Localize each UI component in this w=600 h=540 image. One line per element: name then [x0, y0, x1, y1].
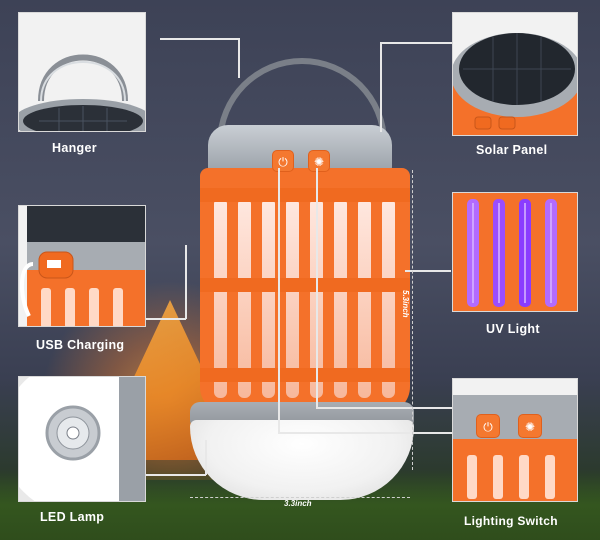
solar-panel-panel — [452, 12, 578, 136]
connector-line — [380, 42, 452, 44]
usb-charging-image — [19, 206, 145, 326]
connector-line — [405, 270, 451, 272]
power-icon[interactable]: ⏻ — [476, 414, 500, 438]
uv-light-image — [453, 193, 577, 311]
lighting-switch-panel — [452, 378, 578, 502]
light-mode-icon[interactable]: ✺ — [518, 414, 542, 438]
width-dimension: 3.3inch — [284, 499, 312, 508]
connector-line — [205, 440, 207, 475]
height-dimension-line — [412, 170, 413, 470]
connector-line — [160, 38, 240, 40]
solar-panel-image — [453, 13, 577, 135]
usb-charging-panel — [18, 205, 146, 327]
uv-light-label: UV Light — [486, 322, 540, 336]
connector-line — [316, 407, 452, 409]
width-dimension-line — [190, 497, 410, 498]
height-dimension: 5.3inch — [401, 290, 410, 318]
lantern-cage — [200, 168, 410, 413]
connector-line — [316, 168, 318, 408]
cage-slot — [238, 198, 251, 398]
power-icon[interactable]: ⏻ — [272, 150, 294, 172]
usb-charging-label: USB Charging — [36, 338, 125, 352]
cage-band — [200, 188, 410, 202]
led-lamp-image — [19, 377, 145, 501]
connector-line — [185, 245, 187, 319]
cage-band — [200, 368, 410, 382]
cage-slot — [382, 198, 395, 398]
cage-slot — [214, 198, 227, 398]
hanger-panel — [18, 12, 146, 132]
hanger-image — [19, 13, 145, 131]
lighting-switch-image — [453, 379, 577, 501]
lantern-top-cap — [208, 125, 392, 173]
connector-line — [278, 432, 452, 434]
light-mode-icon[interactable]: ✺ — [308, 150, 330, 172]
cage-slot — [286, 198, 299, 398]
hanger-label: Hanger — [52, 141, 97, 155]
led-lamp-panel — [18, 376, 146, 502]
cage-band — [200, 278, 410, 292]
connector-line — [278, 168, 280, 433]
lighting-switch-label: Lighting Switch — [464, 514, 558, 528]
cage-slot — [262, 198, 275, 398]
connector-line — [146, 318, 186, 320]
cage-slot — [358, 198, 371, 398]
connector-line — [238, 38, 240, 78]
connector-line — [146, 474, 206, 476]
solar-panel-label: Solar Panel — [476, 143, 548, 157]
cage-slot — [334, 198, 347, 398]
uv-light-panel — [452, 192, 578, 312]
connector-line — [380, 42, 382, 132]
led-lamp-label: LED Lamp — [40, 510, 105, 524]
